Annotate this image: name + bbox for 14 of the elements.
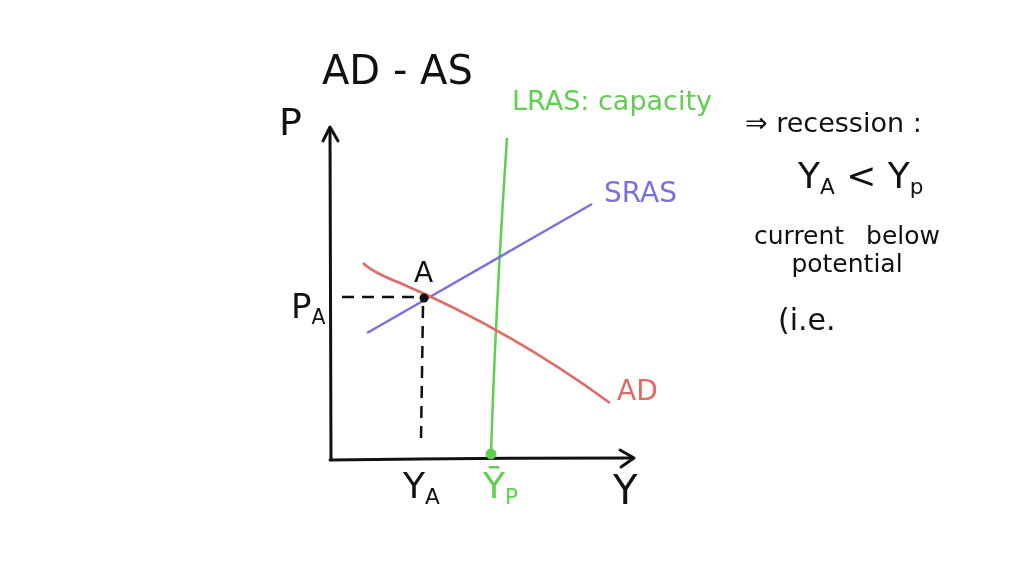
note-text: current below potential bbox=[752, 222, 942, 277]
inequality-text: Y$_{A}$ < Y$_{p}$ bbox=[798, 156, 924, 200]
axis-value-label: P$_{A}$ bbox=[291, 288, 326, 329]
chart-title: AD - AS bbox=[322, 48, 473, 92]
axis-label: P bbox=[279, 102, 302, 144]
axis-value-label: Y$_{A}$ bbox=[403, 466, 440, 510]
note-text: ⇒ recession : bbox=[745, 108, 922, 138]
note-text: (i.e. bbox=[778, 303, 836, 336]
axis-label: Y bbox=[613, 468, 638, 512]
curve-label: AD bbox=[617, 376, 658, 407]
curve-label: LRAS: capacity bbox=[512, 86, 712, 116]
point-label: A bbox=[414, 258, 434, 289]
axis-value-label: Ȳ$_{P}$ bbox=[483, 466, 519, 510]
curve-label: SRAS bbox=[604, 178, 678, 209]
